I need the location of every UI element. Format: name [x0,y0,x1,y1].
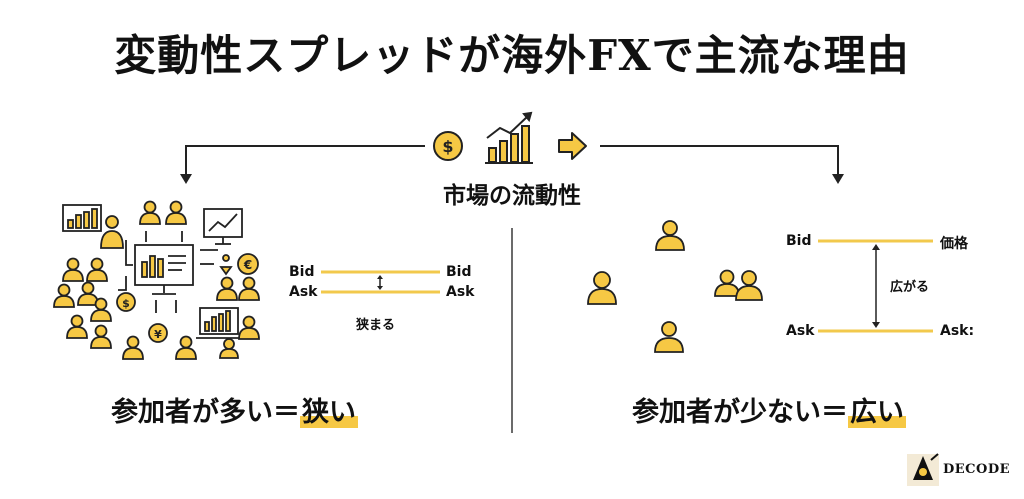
right-caption-highlight: 広い [848,397,906,428]
arrow-to-right [600,145,839,176]
yen-coin-icon: ¥ [148,323,168,343]
arrow-head-right [832,174,844,184]
person-icon [655,220,685,251]
flow-arrows [185,145,839,176]
right-ask-right-label: Ask: [940,323,975,339]
left-spread-lines [321,270,440,294]
decode-logo: DECODE [905,450,1015,490]
right-bid-label: Bid [786,233,812,249]
left-caption: 参加者が多い＝狭い [111,390,358,429]
participants-cluster-many: $ ¥ € [53,200,260,360]
person-icon [238,315,260,340]
left-ask-label: Ask [289,284,318,300]
person-icon [165,200,187,225]
person-icon [216,276,238,301]
person-icon [587,271,617,305]
right-ask-label: Ask [786,323,815,339]
person-icon [238,276,260,301]
person-icon [219,338,239,359]
left-ask-right-label: Ask [446,284,475,300]
growth-chart-icon [485,111,533,164]
person-icon [77,281,99,306]
person-icon [735,270,763,301]
person-icon [62,257,84,282]
person-icon [53,283,75,308]
center-divider [511,228,513,433]
wizard-logo-icon [907,453,939,486]
right-spread-note: 広がる [890,280,930,295]
left-caption-highlight: 狭い [300,397,358,428]
person-icon [122,335,144,360]
person-icon [714,269,740,297]
market-liquidity-label: 市場の流動性 [443,183,581,209]
right-price-label: 価格 [940,236,968,252]
person-icon [86,257,108,282]
left-bid-right-label: Bid [446,264,472,280]
person-icon [90,297,112,322]
page-title: 変動性スプレッドが海外FXで主流な理由 [114,31,910,80]
bar-chart-board-icon [62,204,102,232]
svg-text:€: € [243,258,252,272]
person-icon [90,324,112,349]
money-icon [219,254,233,276]
right-caption: 参加者が少ない＝広い [632,390,906,429]
left-spread-note: 狭まる [356,318,396,333]
person-icon [139,200,161,225]
svg-text:$: $ [122,297,130,310]
dollar-coin-icon: $ [433,131,463,161]
person-icon [100,215,124,249]
person-icon [175,335,197,360]
connector-arrows [118,231,218,313]
right-spread-lines [818,239,933,333]
left-bid-label: Bid [289,264,315,280]
laptop-icon [196,307,244,339]
arrow-to-left [185,145,425,176]
right-caption-prefix: 参加者が少ない＝ [632,397,848,428]
monitor-chart-icon [134,244,194,295]
monitor-trend-icon [203,208,243,245]
euro-coin-icon: € [237,253,259,275]
arrow-right-icon [558,132,587,160]
left-caption-prefix: 参加者が多い＝ [111,397,300,428]
svg-text:¥: ¥ [154,328,162,341]
arrow-head-left [180,174,192,184]
person-icon [66,314,88,339]
participants-cluster-few [587,220,763,353]
svg-text:$: $ [442,137,453,156]
logo-text: DECODE [943,462,1011,477]
dollar-coin-icon: $ [116,292,136,312]
person-icon [654,321,684,353]
